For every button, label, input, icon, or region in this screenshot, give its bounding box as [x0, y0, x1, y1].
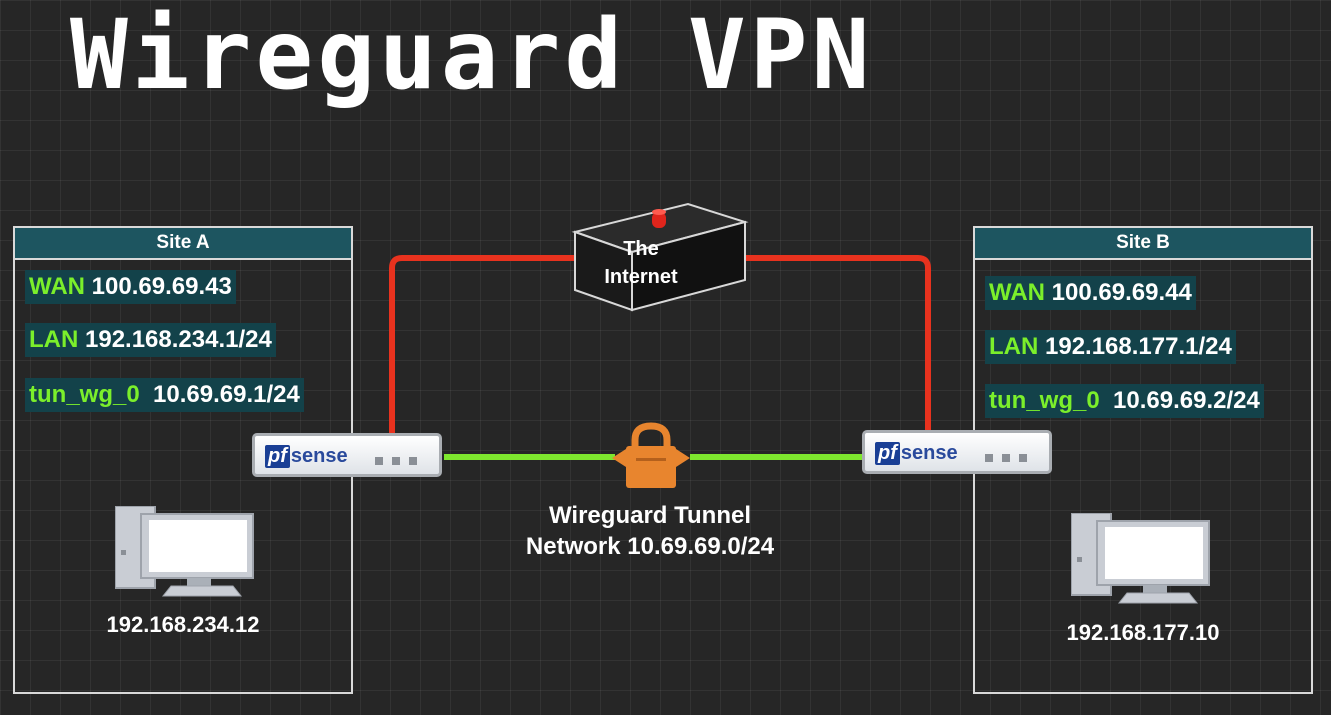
wan-ip: 100.69.69.43 — [91, 273, 232, 300]
internet-label-line1: The — [623, 238, 659, 260]
site-b-panel: Site B WAN 100.69.69.44 LAN 192.168.177.… — [973, 226, 1313, 694]
wan-ip: 100.69.69.44 — [1051, 279, 1192, 306]
site-b-host-ip: 192.168.177.10 — [1066, 620, 1220, 645]
internet-label-line2: Internet — [604, 266, 678, 288]
lan-subnet: 192.168.177.1/24 — [1045, 333, 1232, 360]
lan-label: LAN — [989, 333, 1039, 360]
tunnel-interface-label: tun_wg_0 — [29, 381, 140, 408]
wan-link-site-a — [389, 255, 580, 434]
port-lights — [366, 452, 417, 470]
desktop-computer-icon — [1071, 513, 1210, 604]
site-a-host-ip: 192.168.234.12 — [106, 612, 260, 637]
wan-label: WAN — [989, 279, 1045, 306]
lan-subnet: 192.168.234.1/24 — [85, 326, 272, 353]
wan-link-site-b — [738, 255, 931, 430]
tunnel-interface-label: tun_wg_0 — [989, 387, 1100, 414]
site-b-wan-row: WAN 100.69.69.44 — [985, 276, 1196, 310]
site-a-header: Site A — [15, 228, 351, 260]
page-title: Wireguard VPN — [70, 0, 874, 111]
desktop-computer-icon — [115, 506, 254, 597]
site-a-tunnel-row: tun_wg_0 10.69.69.1/24 — [25, 378, 304, 412]
lock-icon — [612, 422, 690, 488]
site-b-header: Site B — [975, 228, 1311, 260]
site-a-wan-row: WAN 100.69.69.43 — [25, 270, 236, 304]
site-a-lan-row: LAN 192.168.234.1/24 — [25, 323, 276, 357]
wan-label: WAN — [29, 273, 85, 300]
site-b-lan-row: LAN 192.168.177.1/24 — [985, 330, 1236, 364]
internet-router-icon — [571, 202, 749, 312]
tunnel-label: Wireguard Tunnel Network 10.69.69.0/24 — [480, 500, 820, 562]
tunnel-label-line1: Wireguard Tunnel — [548, 502, 751, 529]
tunnel-label-line2: Network 10.69.69.0/24 — [525, 533, 775, 560]
lan-label: LAN — [29, 326, 79, 353]
internet-label: The Internet — [580, 235, 702, 291]
port-lights — [976, 449, 1027, 467]
tunnel-interface-ip: 10.69.69.1/24 — [146, 381, 300, 408]
site-b-tunnel-row: tun_wg_0 10.69.69.2/24 — [985, 384, 1264, 418]
tunnel-interface-ip: 10.69.69.2/24 — [1106, 387, 1260, 414]
